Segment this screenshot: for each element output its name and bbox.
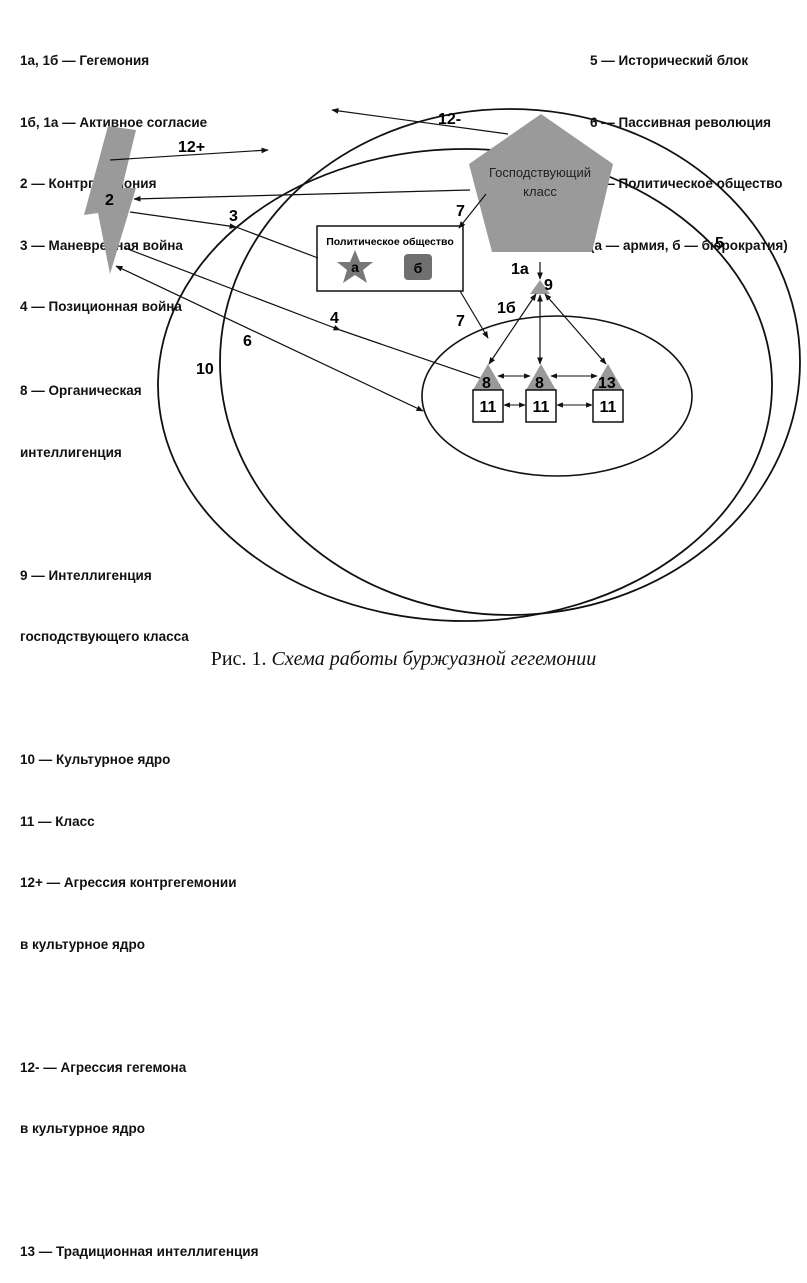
arrow-9-8a (488, 293, 537, 365)
label-8b: 8 (535, 375, 544, 392)
hegemony-diagram: 2 Господствующий класс Политическое обще… (84, 108, 801, 622)
caption-title: Схема работы буржуазной гегемонии (271, 648, 597, 670)
arrow-9-13 (544, 293, 607, 365)
legend-item: господствующего класса (20, 629, 189, 644)
legend-item: 11 — Класс (20, 813, 95, 829)
figure-caption: Рис. 1. Схема работы буржуазной гегемони… (0, 648, 807, 671)
label-12minus: 12- (438, 111, 461, 128)
arrow-3-tail (235, 226, 319, 259)
legend-item: 10 — Культурное ядро (20, 752, 171, 767)
label-3: 3 (229, 208, 238, 225)
label-8a: 8 (482, 375, 491, 392)
label-11b: 11 (533, 399, 550, 416)
class-box (592, 389, 624, 423)
label-4: 4 (330, 310, 339, 327)
label-11a: 11 (480, 399, 497, 416)
legend-item: 9 — Интеллигенция (20, 567, 152, 583)
arrow-3 (129, 211, 237, 229)
ruling-class-label-line2: класс (523, 184, 557, 199)
label-1a: 1а (511, 261, 529, 278)
arrow-4-tail (339, 329, 501, 386)
legend-item: 13 — Традиционная интеллигенция (20, 1244, 259, 1259)
organic-intelligentsia-triangle-icon (526, 364, 556, 390)
arrow-ruling-to-counter (133, 189, 471, 202)
legend-item: 6 — Пассивная революция (590, 114, 771, 130)
legend-item: 12+ — Агрессия контргегемонии (20, 875, 237, 890)
legend-spacer (20, 689, 258, 710)
army-letter: а (351, 259, 359, 275)
legend-right: 5 — Исторический блок 6 — Пассивная рево… (590, 10, 788, 277)
classes-ellipse (421, 315, 693, 477)
label-5: 5 (715, 235, 724, 252)
class-box (472, 389, 504, 423)
class-box (525, 389, 557, 423)
legend-item: 1б, 1а — Активное согласие (20, 114, 208, 130)
label-9: 9 (544, 277, 553, 294)
counter-hegemony-lightning-icon (84, 126, 136, 274)
label-2: 2 (105, 192, 114, 209)
legend-spacer (20, 1181, 258, 1202)
legend-spacer (20, 996, 258, 1017)
legend-item: в культурное ядро (20, 936, 145, 952)
legend-item: 5 — Исторический блок (590, 53, 749, 68)
arrow-7-classes (459, 290, 489, 339)
label-6: 6 (243, 333, 252, 350)
traditional-intelligentsia-triangle-icon (593, 364, 623, 390)
arrow-12minus (331, 108, 509, 135)
legend-item: 12- — Агрессия гегемона (20, 1059, 187, 1075)
arrow-12plus (109, 147, 269, 161)
arrow-6 (115, 265, 424, 412)
bureaucracy-letter: б (414, 260, 423, 276)
legend-item: интеллигенция (20, 444, 122, 460)
ruling-class-label-line1: Господствующий (489, 165, 591, 180)
legend-item: в культурное ядро (20, 1121, 145, 1136)
label-1b: 1б (497, 300, 516, 317)
label-12plus: 12+ (178, 139, 205, 156)
ruling-class-pentagon-icon (469, 114, 613, 252)
arrow-4 (124, 247, 341, 331)
label-10: 10 (196, 361, 214, 378)
political-society-title: Политическое общество (326, 236, 454, 248)
label-7b: 7 (456, 313, 465, 330)
arrow-7-ruling (458, 193, 487, 229)
legend-item: 1а, 1б — Гегемония (20, 53, 150, 68)
intelligentsia-9-triangle-icon (530, 280, 550, 294)
label-13: 13 (598, 375, 616, 392)
caption-prefix: Рис. 1. (210, 648, 272, 670)
label-11c: 11 (600, 399, 617, 416)
label-7a: 7 (456, 203, 465, 220)
legend-left: 1а, 1б — Гегемония 1б, 1а — Активное сог… (20, 10, 207, 338)
organic-intelligentsia-triangle-icon (473, 364, 503, 390)
